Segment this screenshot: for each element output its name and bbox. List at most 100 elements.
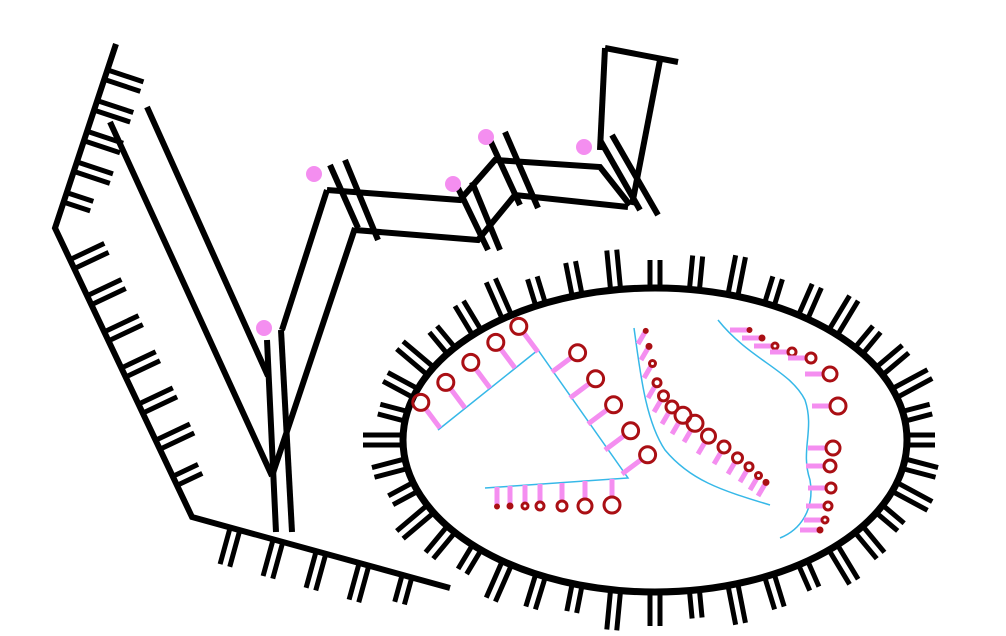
- bracket-tick: [106, 67, 145, 85]
- pink-link: [725, 460, 738, 476]
- ellipse-tick: [423, 524, 450, 554]
- chain-hatch: [455, 186, 491, 252]
- ellipse-tick: [860, 330, 883, 356]
- bracket-tick: [313, 553, 329, 592]
- red-ring: [436, 372, 456, 392]
- red-ring: [534, 500, 546, 512]
- ellipse-tick: [373, 466, 409, 480]
- left-bracket-ticks: [62, 67, 415, 606]
- ellipse-tick: [483, 281, 505, 321]
- ellipse-tick: [891, 489, 929, 513]
- ellipse-tick: [901, 466, 937, 480]
- red-ring: [576, 497, 594, 515]
- pink-link: [681, 428, 694, 444]
- pink-link: [550, 355, 573, 375]
- bracket-tick: [76, 159, 114, 177]
- red-ring: [762, 478, 770, 486]
- ellipse-tick: [881, 350, 911, 377]
- ellipse-tick: [387, 480, 415, 499]
- pink-link: [586, 407, 609, 427]
- ellipse-tick: [762, 576, 778, 611]
- red-ring: [786, 346, 798, 358]
- ellipse-tick: [391, 489, 419, 507]
- ellipse-tick: [696, 256, 706, 291]
- chain-hatch: [342, 158, 381, 242]
- ellipse-tick: [614, 249, 624, 290]
- red-ring: [568, 343, 588, 363]
- ellipse-tick: [904, 411, 933, 424]
- ellipse-tick: [735, 256, 748, 297]
- pink-link: [521, 331, 540, 354]
- red-ring: [664, 399, 680, 415]
- pink-link: [638, 346, 651, 362]
- v-structure: [107, 105, 358, 533]
- ellipse-tick: [853, 530, 879, 561]
- red-ring: [731, 451, 744, 465]
- red-ring: [555, 499, 569, 513]
- red-ring: [816, 526, 824, 534]
- ellipse-tick: [796, 563, 813, 592]
- red-ring: [651, 377, 663, 389]
- ellipse-outline: [399, 284, 911, 596]
- triangle-line: [437, 348, 630, 489]
- red-ring: [716, 439, 732, 455]
- bracket-tick: [68, 241, 106, 262]
- red-ring: [638, 445, 658, 465]
- ellipse-tick: [771, 573, 787, 608]
- pink-link: [755, 482, 768, 498]
- chain-upper: [326, 156, 633, 207]
- ellipse-tick: [534, 275, 548, 304]
- bracket-tick: [217, 526, 233, 565]
- red-ring: [758, 334, 766, 342]
- red-ring: [604, 395, 624, 415]
- ellipse-tick: [493, 277, 514, 317]
- ellipse-tick: [904, 456, 939, 470]
- ellipse-tick: [371, 456, 406, 470]
- red-ring: [700, 427, 717, 445]
- left-bracket-line: [51, 43, 451, 591]
- ellipse-tick: [532, 576, 548, 611]
- pink-link: [659, 410, 672, 426]
- pink-link: [651, 398, 664, 414]
- red-ring: [824, 439, 842, 457]
- red-ring: [822, 500, 834, 512]
- pink-dot: [478, 129, 494, 145]
- ellipse-tick: [377, 411, 406, 424]
- strand-middle: [633, 327, 771, 506]
- ellipse-tick: [381, 379, 415, 400]
- bracket-tick: [72, 169, 111, 186]
- chain-dots: [256, 129, 592, 336]
- v-rise-right: [279, 189, 330, 331]
- bracket-tick: [154, 421, 192, 443]
- red-ring: [486, 332, 506, 352]
- red-ring: [822, 458, 838, 474]
- ellipse-tick: [874, 510, 900, 533]
- ellipse-tick: [452, 304, 475, 337]
- ellipse-tick: [796, 282, 815, 317]
- bracket-tick: [356, 564, 372, 603]
- ellipse-tick: [573, 260, 585, 295]
- ellipse-tick: [493, 563, 514, 603]
- red-ring: [645, 342, 653, 350]
- ellipse-tick: [525, 278, 539, 307]
- ellipse-tick: [735, 583, 748, 624]
- middle-curve: [633, 327, 771, 506]
- bracket-tick: [73, 250, 110, 271]
- pink-link: [695, 440, 708, 456]
- bracket-tick: [103, 77, 142, 94]
- ellipse-tick: [386, 370, 419, 391]
- red-ring: [461, 352, 481, 372]
- bracket-tick: [120, 349, 157, 371]
- bracket-tick: [392, 574, 405, 603]
- pink-link: [645, 384, 658, 400]
- left-bracket: [51, 43, 451, 591]
- pink-link: [747, 476, 760, 492]
- chain-cap: [604, 45, 679, 65]
- chain-hatch: [469, 180, 503, 252]
- red-ring: [642, 327, 649, 334]
- ellipse-tick: [835, 543, 861, 581]
- pink-dot: [306, 166, 322, 182]
- ellipse-tick: [563, 262, 575, 297]
